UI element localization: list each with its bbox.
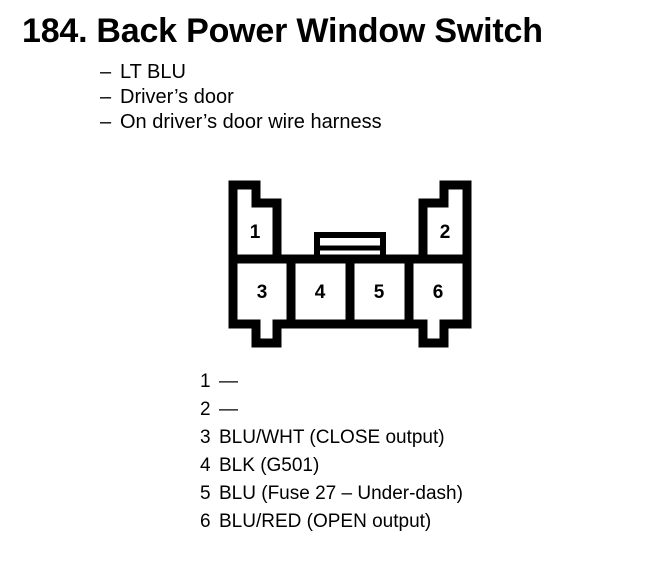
pin-list-item-number: 3 — [200, 427, 211, 448]
description-bullet-list: – LT BLU – Driver’s door – On driver’s d… — [100, 60, 382, 135]
pin-number-2: 2 — [440, 222, 451, 243]
bullet-item-label: On driver’s door wire harness — [120, 111, 382, 133]
connector-diagram: 1 2 3 4 5 6 — [228, 180, 472, 348]
en-dash-icon: – — [100, 111, 112, 133]
pin-list-item-number: 4 — [200, 455, 211, 476]
pin-description-list: 1 — 2 — 3 BLU/WHT (CLOSE output) 4 BLK (… — [200, 368, 463, 536]
pin-list-item-number: 1 — [200, 371, 211, 392]
bullet-item: – On driver’s door wire harness — [100, 110, 382, 135]
pin-list-item: 6 BLU/RED (OPEN output) — [200, 508, 463, 536]
bullet-item: – LT BLU — [100, 60, 382, 85]
bullet-item-label: Driver’s door — [120, 86, 234, 108]
pin-number-6: 6 — [433, 282, 444, 303]
pin-list-item: 4 BLK (G501) — [200, 452, 463, 480]
en-dash-icon: – — [100, 61, 112, 83]
pin-list-item: 5 BLU (Fuse 27 – Under-dash) — [200, 480, 463, 508]
latch-tab-icon — [314, 232, 386, 262]
en-dash-icon: – — [100, 86, 112, 108]
pin-list-item-description: — — [219, 371, 238, 392]
bullet-item-label: LT BLU — [120, 61, 186, 83]
pin-number-1: 1 — [250, 222, 261, 243]
pin-list-item-number: 2 — [200, 399, 211, 420]
page-title: 184.Back Power Window Switch — [22, 12, 543, 50]
page-title-text: Back Power Window Switch — [96, 12, 543, 50]
pin-list-item-number: 6 — [200, 511, 211, 532]
pin-list-item-description: BLK (G501) — [219, 455, 320, 476]
pin-list-item-description: BLU (Fuse 27 – Under-dash) — [219, 483, 463, 504]
page-title-number: 184. — [22, 12, 88, 50]
pin-number-5: 5 — [374, 282, 385, 303]
pin-list-item: 3 BLU/WHT (CLOSE output) — [200, 424, 463, 452]
pin-list-item-description: — — [219, 399, 238, 420]
pin-number-4: 4 — [315, 282, 326, 303]
bullet-item: – Driver’s door — [100, 85, 382, 110]
pin-list-item: 2 — — [200, 396, 463, 424]
pin-number-3: 3 — [257, 282, 268, 303]
pin-list-item-number: 5 — [200, 483, 211, 504]
pin-list-item-description: BLU/WHT (CLOSE output) — [219, 427, 445, 448]
pin-list-item: 1 — — [200, 368, 463, 396]
pin-list-item-description: BLU/RED (OPEN output) — [219, 511, 432, 532]
